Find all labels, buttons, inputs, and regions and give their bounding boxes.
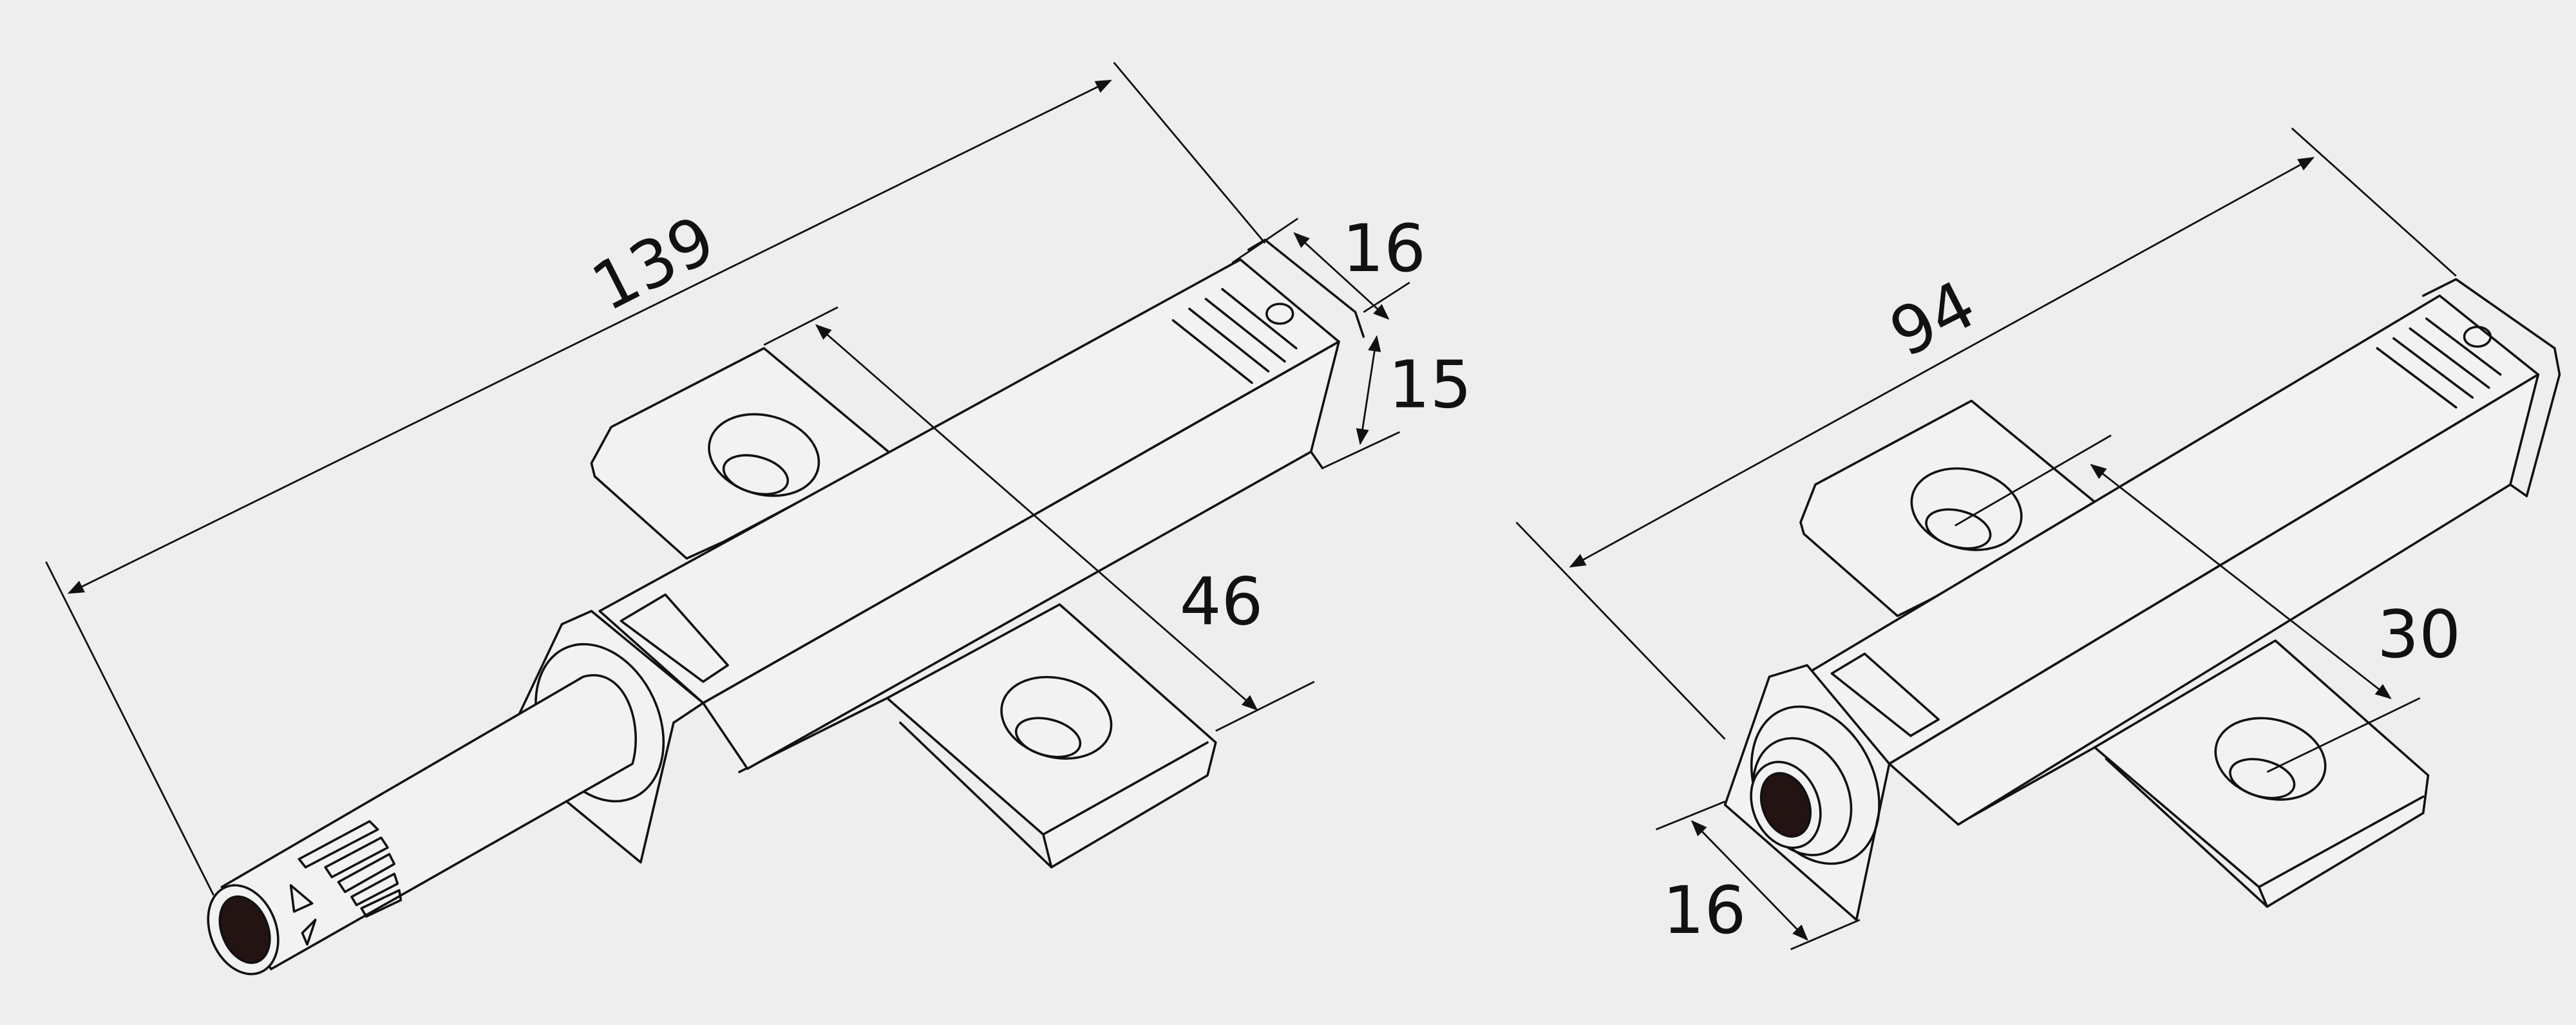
dimension-flange-span-label: 30	[2377, 596, 2461, 673]
left-drawing: 139 16 15 46	[45, 62, 1472, 975]
dimension-length-label: 94	[1879, 267, 1988, 373]
dimension-flange-span-label: 46	[1180, 563, 1264, 640]
dimension-height-label: 15	[1388, 347, 1472, 424]
left-outlet-hole	[218, 895, 271, 964]
dimension-end-width-label: 16	[1342, 211, 1426, 287]
dimension-end-width-label: 16	[1663, 872, 1747, 949]
dimension-length-label: 139	[580, 202, 727, 326]
left-cylinder	[207, 674, 637, 975]
right-drawing: 94 30 16	[1515, 127, 2561, 950]
